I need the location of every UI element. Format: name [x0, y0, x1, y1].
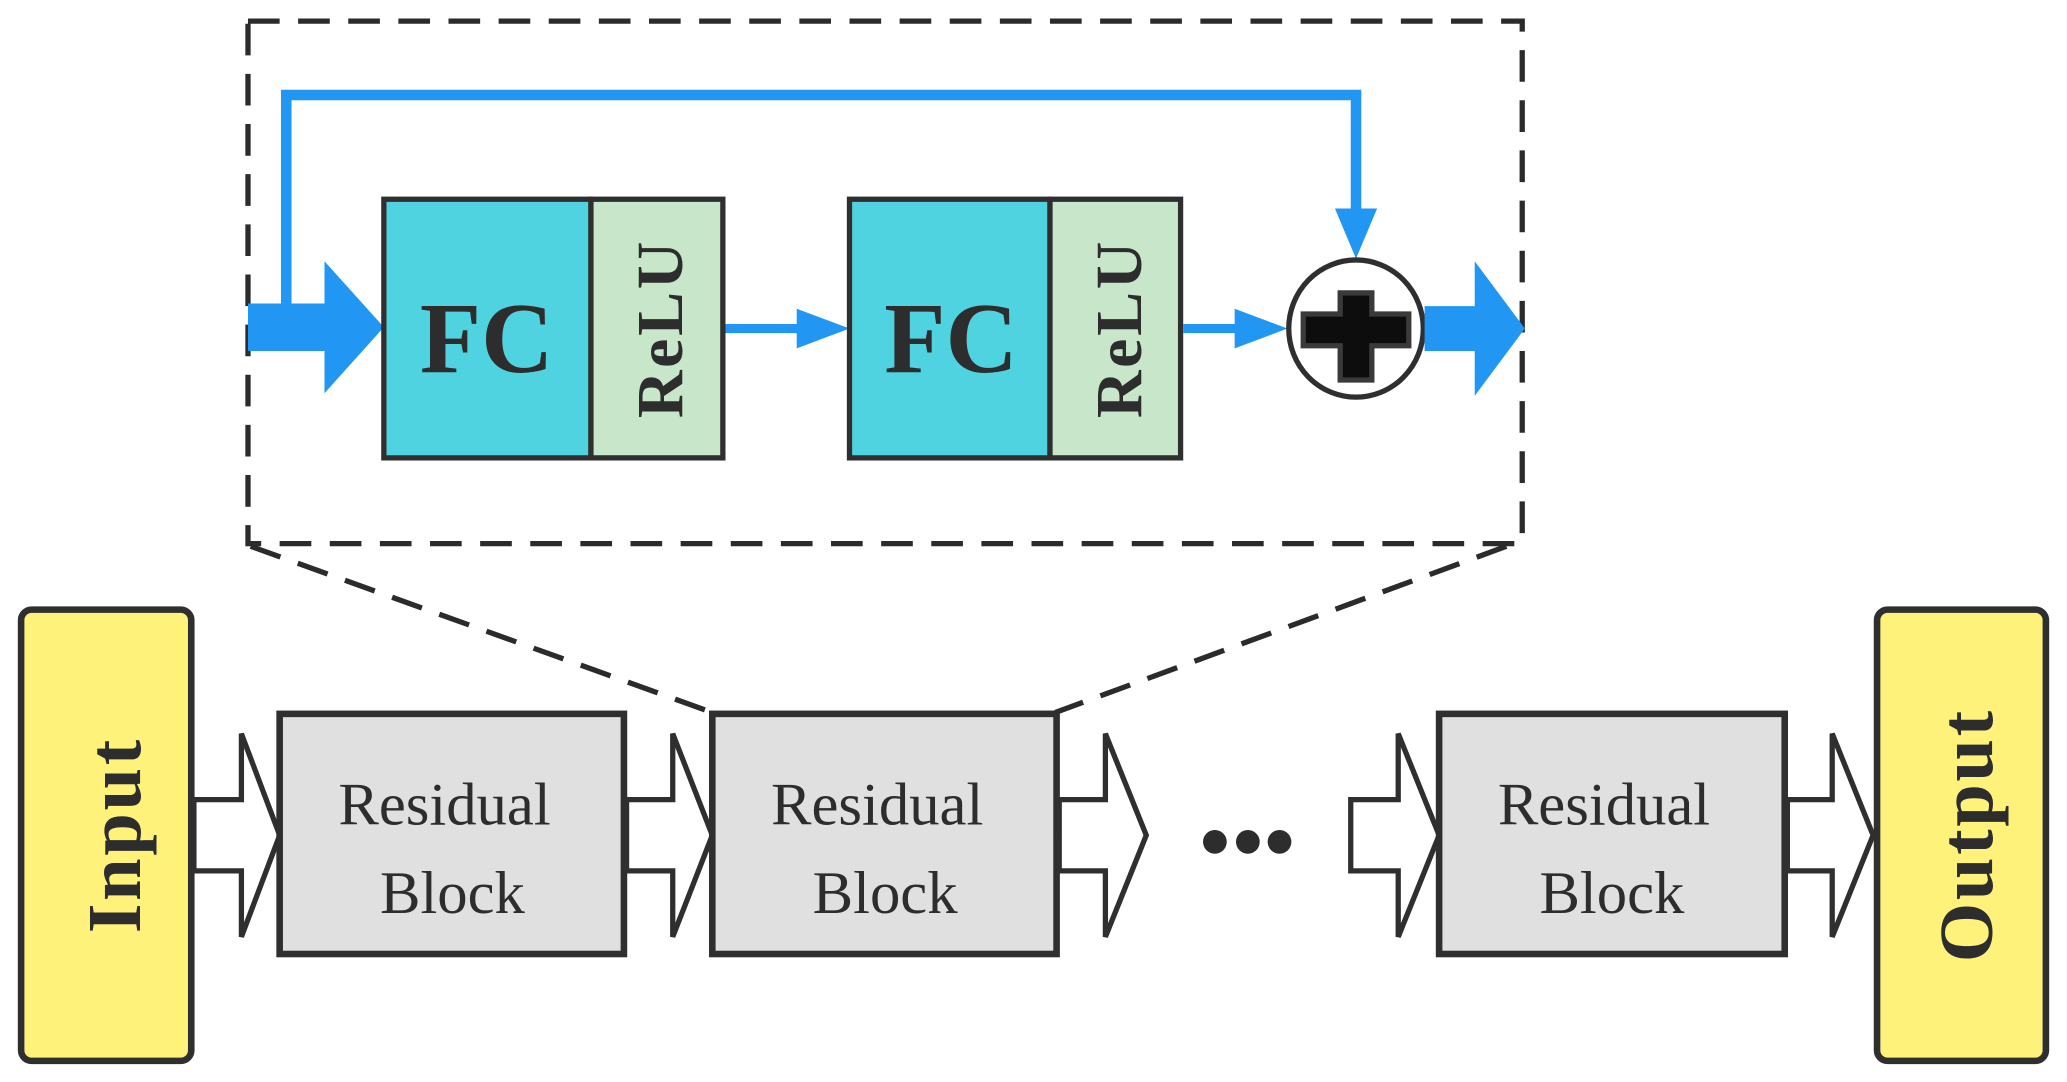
residual-block-2-line2: Block — [813, 860, 959, 927]
output-node — [1873, 606, 2050, 1065]
ellipsis-icon — [1203, 829, 1292, 854]
block-output-arrow-icon — [1424, 261, 1525, 396]
relu-label-2: ReLU — [1083, 239, 1156, 418]
outline-arrow-icon — [1056, 732, 1150, 938]
skip-connection — [280, 89, 1378, 307]
outline-arrow-icon — [1348, 732, 1442, 938]
fc-layer-1 — [381, 196, 594, 461]
outline-arrow-icon — [1784, 732, 1876, 938]
output-label: Output — [1924, 708, 2009, 962]
arrowhead-icon — [1234, 308, 1288, 349]
fc-relu-unit-1: FC ReLU — [381, 196, 726, 461]
residual-block-1-line2: Block — [380, 860, 526, 927]
detail-zoom-frame — [245, 18, 1525, 716]
relu-layer-2 — [1047, 196, 1184, 461]
fc-relu-unit-2: FC ReLU — [846, 196, 1184, 461]
pipeline: Input Residual Block Residual Block Resi… — [17, 606, 2050, 1065]
zoom-guide-left — [249, 543, 714, 716]
relu-layer-1 — [588, 196, 726, 461]
fc-layer-2 — [846, 196, 1053, 461]
zoom-guide-right — [1054, 543, 1508, 716]
residual-block-2 — [709, 710, 1060, 958]
outline-arrow-icon — [623, 732, 716, 938]
skip-arrowhead-icon — [1334, 208, 1378, 259]
outline-arrow-icon — [191, 732, 283, 938]
skip-connection-line — [280, 89, 1362, 307]
residual-block-2-line1: Residual — [771, 772, 983, 839]
connector-arrow-1 — [725, 308, 850, 349]
connector-arrow-2 — [1183, 308, 1288, 349]
plus-icon — [1300, 290, 1412, 383]
block-input-arrow-icon — [247, 261, 384, 394]
fc-label-1: FC — [420, 283, 554, 394]
residual-block-3-line1: Residual — [1498, 772, 1710, 839]
arrowhead-icon — [796, 308, 850, 349]
input-label: Input — [72, 737, 157, 933]
residual-block-3 — [1435, 710, 1789, 958]
residual-block-1-line1: Residual — [338, 772, 550, 839]
fc-label-2: FC — [884, 283, 1018, 394]
addition-node — [1286, 257, 1426, 400]
detail-dashed-border — [245, 18, 1525, 547]
relu-label-1: ReLU — [624, 239, 697, 418]
residual-block-3-line2: Block — [1539, 860, 1685, 927]
